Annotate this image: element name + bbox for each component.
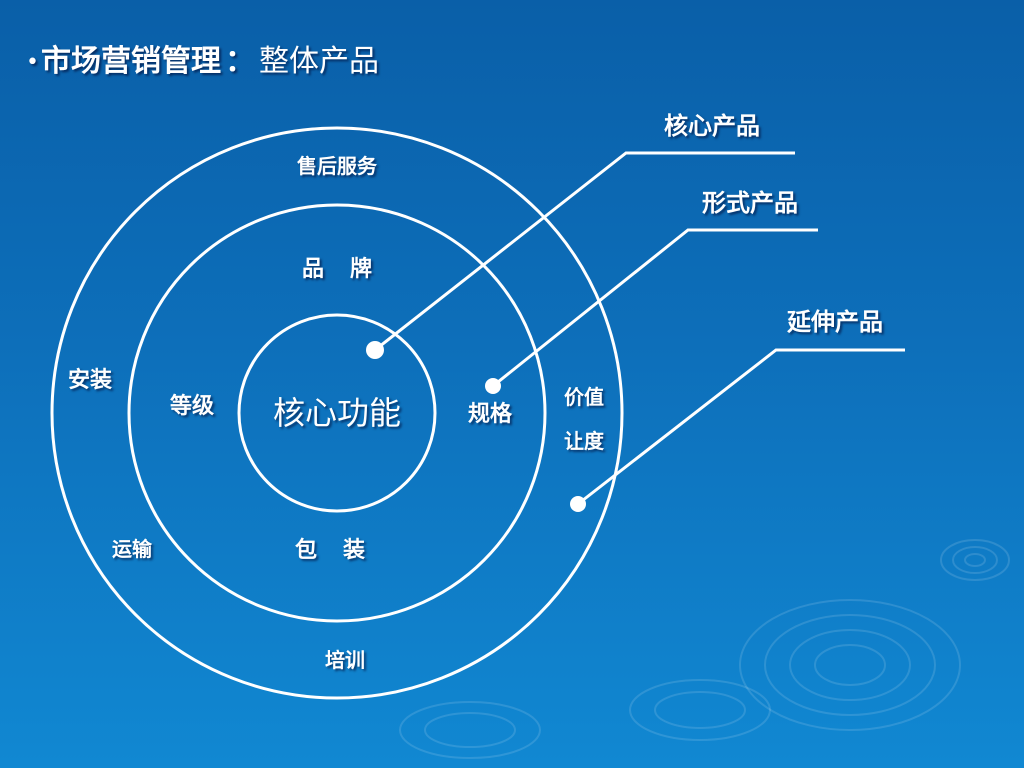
brand-label: 品牌 [301, 257, 399, 282]
title-colon: ： [224, 44, 255, 79]
core-product-callout: 核心产品 [664, 112, 760, 140]
transfer-label: 让度 [564, 429, 604, 453]
after-sales-service-label: 售后服务 [297, 154, 377, 178]
formal-product-ring [127, 203, 547, 623]
core-product-ring [237, 313, 437, 513]
specification-label: 规格 [467, 402, 513, 427]
value-label: 价值 [564, 385, 604, 409]
core-product-leader [374, 151, 795, 352]
formal-product-leader [492, 228, 818, 388]
title-subtitle: 整体产品 [258, 44, 379, 79]
formal-product-callout: 形式产品 [702, 189, 798, 217]
grade-label: 等级 [169, 394, 215, 419]
installation-label: 安装 [67, 368, 113, 393]
extended-product-leader [577, 348, 905, 506]
formal-product-dot [485, 378, 501, 394]
title-bullet: • [26, 50, 39, 75]
core-product-dot [366, 341, 384, 359]
core-function-label: 核心功能 [272, 394, 402, 432]
training-label: 培训 [325, 648, 365, 672]
slide-title: •市场营销管理：整体产品 [26, 40, 379, 85]
extended-product-callout: 延伸产品 [787, 308, 883, 336]
title-main: 市场营销管理 [40, 44, 221, 79]
packaging-label: 包装 [294, 538, 392, 563]
extended-product-dot [570, 496, 586, 512]
transport-label: 运输 [112, 537, 152, 561]
extended-product-ring [50, 126, 624, 700]
